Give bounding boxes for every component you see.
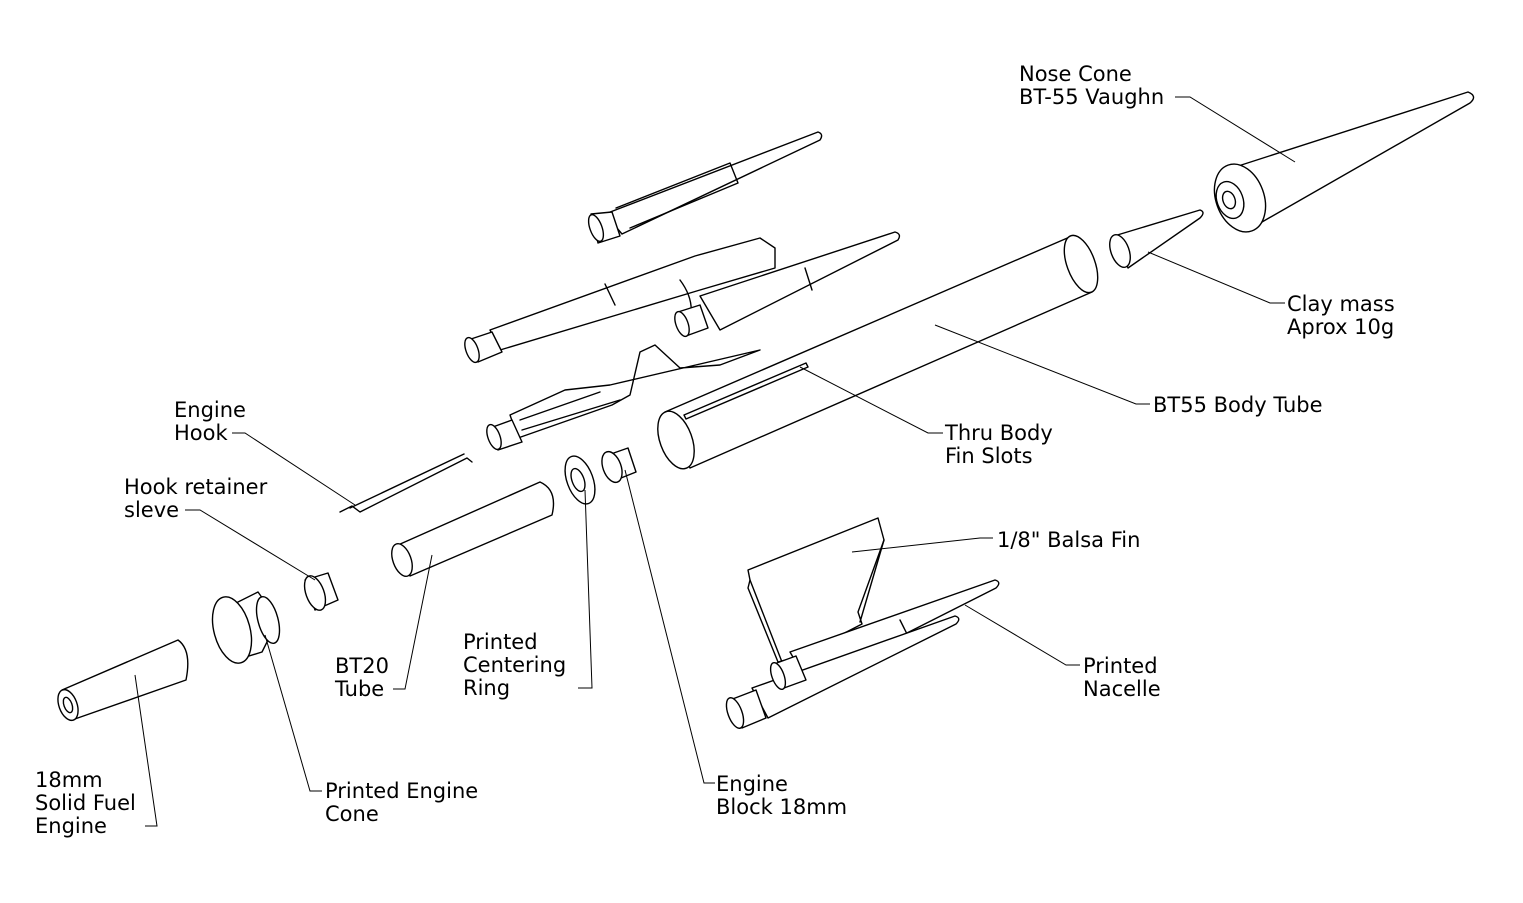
bt20-tube-part bbox=[391, 481, 555, 577]
engine-hook-part bbox=[339, 453, 473, 513]
label-fin-slots: Thru Body Fin Slots bbox=[945, 421, 1053, 468]
label-nose-cone: Nose Cone BT-55 Vaughn bbox=[1019, 62, 1165, 109]
label-engine-block: Engine Block 18mm bbox=[716, 772, 848, 819]
middle-nacelle-part bbox=[464, 231, 901, 364]
leader-bt20-tube bbox=[393, 554, 433, 690]
label-engine-hook: Engine Hook bbox=[174, 398, 246, 445]
clay-mass-part bbox=[1109, 209, 1204, 269]
label-bt20-tube: BT20 Tube bbox=[335, 654, 389, 701]
hook-retainer-part bbox=[303, 572, 339, 611]
label-balsa-fin: 1/8" Balsa Fin bbox=[997, 528, 1141, 552]
lower-nacelle-assembly-part bbox=[725, 517, 1000, 729]
leader-fin-slots bbox=[799, 366, 943, 434]
label-centering-ring: Printed Centering Ring bbox=[463, 630, 567, 700]
label-engine: 18mm Solid Fuel Engine bbox=[35, 768, 136, 838]
leader-engine-block bbox=[624, 469, 715, 784]
leader-hook-retainer bbox=[185, 509, 316, 581]
leader-body-tube bbox=[934, 324, 1150, 405]
label-engine-cone: Printed Engine Cone bbox=[325, 779, 479, 826]
body-tube-part bbox=[657, 234, 1099, 470]
label-hook-retainer: Hook retainer sleve bbox=[124, 475, 268, 522]
engine-cone-part bbox=[211, 591, 281, 664]
centering-ring-part bbox=[564, 455, 596, 505]
label-nacelle: Printed Nacelle bbox=[1083, 654, 1161, 701]
leader-engine bbox=[134, 674, 158, 827]
leader-nose-cone bbox=[1175, 96, 1296, 163]
leader-engine-hook bbox=[232, 432, 356, 506]
upper-nacelle-part bbox=[587, 131, 823, 244]
leader-balsa-fin bbox=[851, 537, 993, 553]
leader-nacelle bbox=[964, 604, 1080, 666]
leader-engine-cone bbox=[264, 634, 322, 792]
lower-nacelle-part bbox=[486, 344, 761, 451]
engine-block-part bbox=[601, 447, 637, 484]
leader-centering-ring bbox=[578, 489, 593, 689]
solid-fuel-engine-part bbox=[57, 639, 189, 722]
nose-cone-part bbox=[1213, 91, 1475, 233]
label-clay-mass: Clay mass Aprox 10g bbox=[1287, 292, 1395, 339]
label-body-tube: BT55 Body Tube bbox=[1153, 393, 1323, 417]
leader-clay-mass bbox=[1147, 251, 1285, 304]
leader-lines bbox=[134, 96, 1296, 827]
